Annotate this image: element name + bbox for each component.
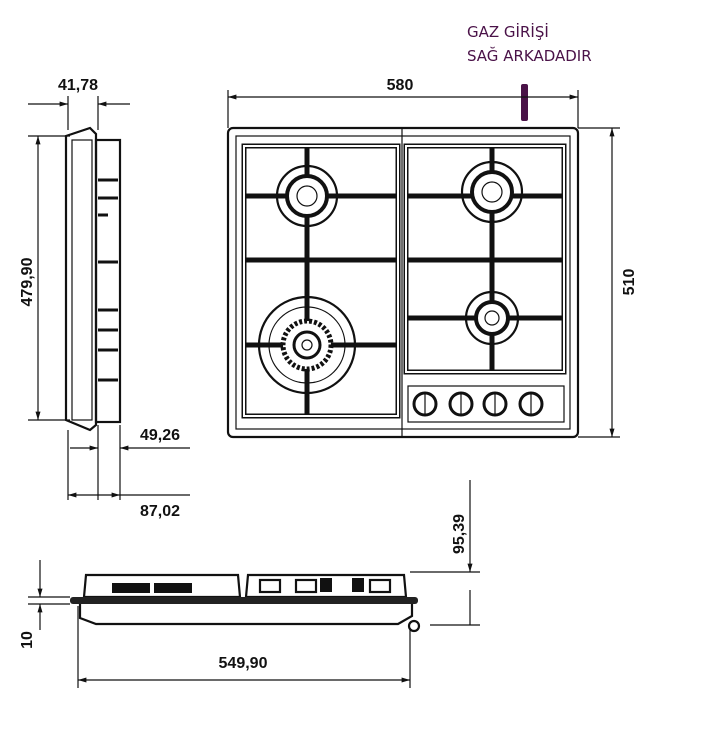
dim-front-width: 549,90 [219, 655, 268, 672]
burner-bottom-right [464, 290, 520, 346]
dim-side-bottom: 87,02 [140, 503, 180, 520]
note-line-1: GAZ GİRİŞİ [467, 22, 549, 41]
gas-inlet-marker [521, 84, 528, 121]
dim-side-top: 41,78 [58, 77, 98, 94]
knob-1 [412, 391, 438, 417]
dim-front-thickness: 10 [19, 631, 36, 649]
hob-outline [226, 126, 580, 439]
dim-front-height: 95,39 [451, 514, 468, 554]
burner-wok [257, 295, 357, 395]
dim-width-top: 580 [387, 77, 414, 94]
knob-4 [518, 391, 544, 417]
dim-side-mid: 49,26 [140, 427, 180, 444]
note-line-2: SAĞ ARKADADIR [467, 46, 592, 65]
knob-3 [482, 391, 508, 417]
burner-top-right [460, 160, 524, 224]
knob-2 [448, 391, 474, 417]
dim-side-height: 479,90 [19, 257, 36, 306]
top-view: 580 510 [226, 77, 638, 439]
gas-inlet-note: GAZ GİRİŞİ SAĞ ARKADADIR [467, 22, 592, 121]
burner-top-left [275, 164, 339, 228]
dim-depth-top: 510 [621, 269, 638, 296]
knob-panel [407, 385, 565, 423]
front-view: 10 95,39 549,90 [19, 480, 480, 688]
side-view: 41,78 479,90 49,26 87,02 [19, 77, 190, 520]
